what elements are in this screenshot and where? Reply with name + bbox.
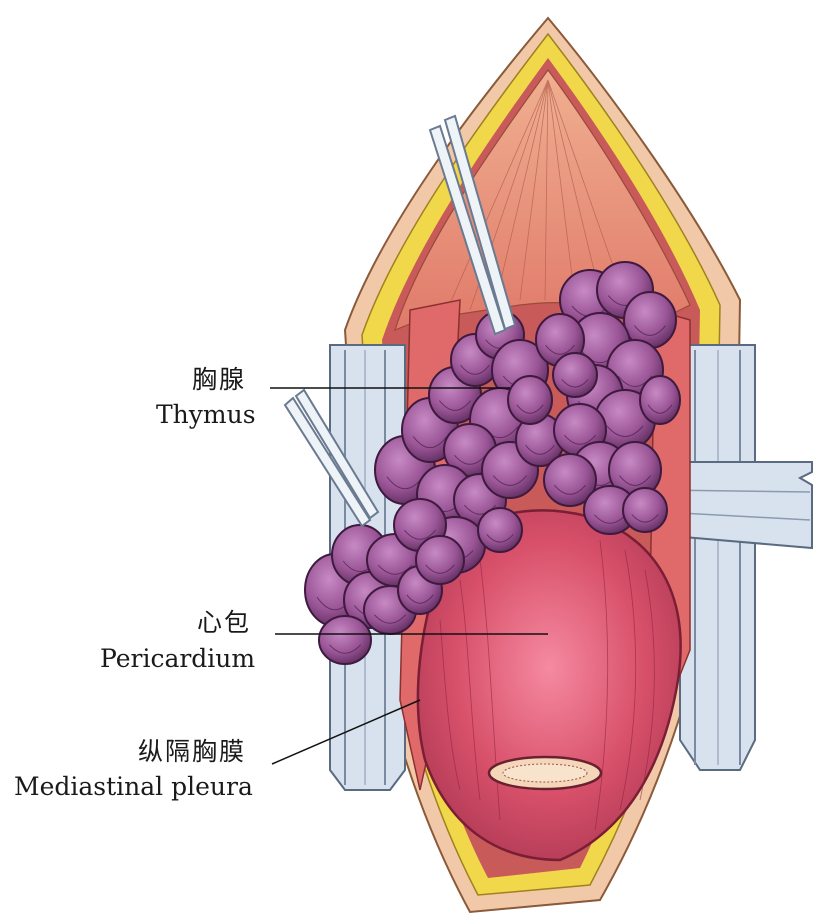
thymus-lobule-shade — [374, 614, 406, 624]
thymus-lobule-shade — [606, 425, 644, 437]
thymus-lobule-shade — [554, 484, 586, 495]
pericardium-label-en: Pericardium — [100, 644, 256, 673]
thymus-lobule-shade — [619, 475, 651, 486]
thymus-lobule-shade — [631, 514, 659, 523]
pericardium — [416, 509, 682, 862]
thymus-lobule — [543, 453, 597, 507]
thymus-lobule-shade — [439, 400, 471, 411]
thymus-lobule — [415, 535, 465, 585]
thymus-lobule-shade — [516, 404, 544, 414]
thymus-label-en: Thymus — [156, 400, 256, 429]
pericardium-label-zh: 心包 — [197, 608, 252, 637]
forceps-lower — [283, 388, 380, 528]
thymus-lobule-shade — [425, 564, 455, 574]
thymus-lobule-shade — [406, 594, 434, 604]
thymus-lobule-shade — [377, 564, 413, 575]
thymus-lobule-shade — [634, 325, 666, 336]
thymus-lobule-shade — [564, 434, 596, 445]
thymus — [304, 261, 681, 665]
pleura-label-en: Mediastinal pleura — [14, 772, 253, 801]
thymus-lobule-shade — [594, 514, 626, 524]
thymus-label-zh: 胸腺 — [192, 365, 247, 394]
thymus-lobule-shade — [404, 529, 436, 540]
thymus-lobule-shade — [460, 364, 490, 375]
right-retractor — [679, 344, 756, 771]
pleura-label-zh: 纵隔胸膜 — [138, 737, 247, 766]
thymus-lobule — [507, 375, 553, 425]
thymus-lobule-shade — [545, 344, 575, 355]
thymus-lobule-shade — [492, 475, 528, 486]
thymus-lobule-shade — [464, 504, 496, 515]
thymus-lobule — [552, 352, 598, 398]
forceps-upper — [428, 114, 517, 336]
thymus-lobule-shade — [525, 444, 555, 455]
thymus-lobule-shade — [647, 404, 673, 414]
thymus-lobule — [622, 487, 668, 533]
thymus-lobule-shade — [329, 644, 361, 654]
pleura-leader-line — [271, 699, 421, 765]
thymus-lobule-shade — [561, 379, 589, 388]
thymus-lobule-shade — [412, 436, 448, 449]
thymus-lobule — [477, 507, 523, 553]
thymus-lobule-shade — [486, 534, 514, 543]
thymus-lobule — [318, 615, 372, 665]
thymus-lobule-shade — [454, 454, 486, 465]
thymus-lobule — [639, 375, 681, 425]
leader-lines — [270, 387, 548, 765]
